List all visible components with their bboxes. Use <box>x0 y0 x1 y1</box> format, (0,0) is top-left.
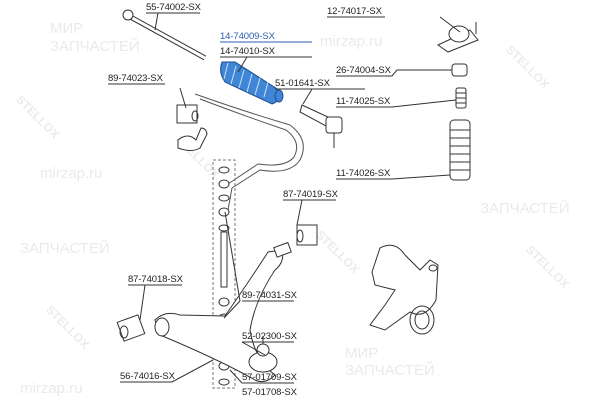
part-label-51-01641-sx[interactable]: 51-01641-SX <box>275 78 330 89</box>
part-label-57-01708-sx[interactable]: 57-01708-SX <box>242 387 297 398</box>
part-label-56-74016-sx[interactable]: 56-74016-SX <box>120 371 175 382</box>
strut-mount-drawing[interactable] <box>437 22 479 53</box>
dust-boot-drawing[interactable] <box>449 119 471 181</box>
tie-rod-end-drawing[interactable] <box>299 104 343 148</box>
tie-rod-drawing[interactable] <box>122 9 207 61</box>
part-label-14-74010-sx[interactable]: 14-74010-SX <box>220 46 275 57</box>
rear-arm-bushing-drawing[interactable] <box>296 224 318 246</box>
part-label-14-74009-sx[interactable]: 14-74009-SX <box>220 31 275 42</box>
part-label-87-74019-sx[interactable]: 87-74019-SX <box>283 189 338 200</box>
part-label-11-74026-sx[interactable]: 11-74026-SX <box>336 168 391 179</box>
part-label-26-74004-sx[interactable]: 26-74004-SX <box>336 65 391 76</box>
part-label-55-74002-sx[interactable]: 55-74002-SX <box>146 2 201 13</box>
front-arm-bushing-drawing[interactable] <box>116 314 146 342</box>
part-label-87-74018-sx[interactable]: 87-74018-SX <box>128 274 183 285</box>
stabilizer-bushing-drawing[interactable] <box>176 104 208 151</box>
part-label-11-74025-sx[interactable]: 11-74025-SX <box>336 96 391 107</box>
control-arm-drawing[interactable] <box>154 241 292 383</box>
steering-knuckle-drawing[interactable] <box>369 244 439 335</box>
part-label-89-74023-sx[interactable]: 89-74023-SX <box>108 73 163 84</box>
part-label-57-01709-sx[interactable]: 57-01709-SX <box>242 372 297 383</box>
part-label-89-74031-sx[interactable]: 89-74031-SX <box>242 290 297 301</box>
bump-stop-drawing[interactable] <box>455 87 467 109</box>
steering-boot-drawing[interactable] <box>220 61 284 105</box>
strut-bearing-drawing[interactable] <box>451 63 468 77</box>
ball-joint-drawing[interactable] <box>248 336 278 373</box>
part-label-52-02300-sx[interactable]: 52-02300-SX <box>242 331 297 342</box>
part-label-12-74017-sx[interactable]: 12-74017-SX <box>327 6 382 17</box>
